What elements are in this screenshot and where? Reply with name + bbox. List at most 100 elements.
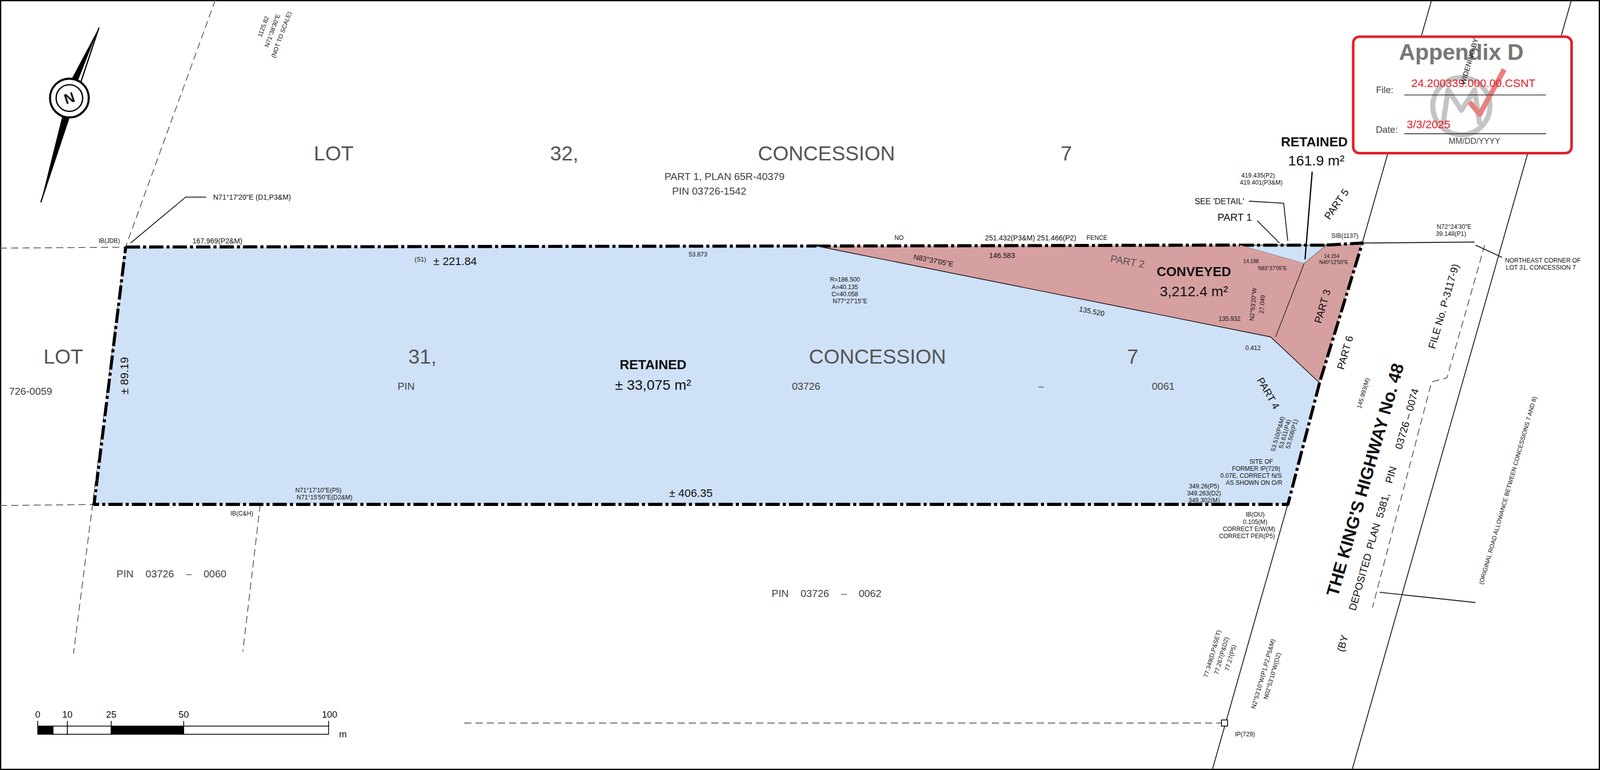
road-note: 5381,	[1374, 491, 1392, 519]
lot-line	[0, 246, 126, 248]
area-heading: RETAINED	[1280, 135, 1348, 149]
pin-label: PIN 03726 – 0062	[771, 588, 882, 599]
lot-label: LOT	[313, 142, 354, 164]
bearing-label: N83°37'05"E	[913, 252, 955, 268]
shape-outline	[89, 240, 1366, 509]
dimension-label: ± 406.35	[669, 487, 713, 499]
pin-label: PIN 03726-1542	[672, 185, 747, 197]
lot-label: CONCESSION	[808, 345, 947, 367]
plan-reference: PART 1, PLAN 65R-40379	[664, 171, 785, 182]
leader-line	[1257, 220, 1280, 244]
part-label: PART 4	[1255, 375, 1282, 411]
lot-line	[464, 722, 1225, 724]
road-note: (BY	[1335, 633, 1351, 653]
north-ring	[49, 78, 89, 118]
scale-segment	[37, 725, 53, 734]
lot-label: 32,	[549, 142, 579, 164]
scale-label: 50	[178, 709, 189, 719]
field-label: File:	[1375, 85, 1393, 95]
lot-label: CONCESSION	[758, 142, 896, 164]
monument-label: IB(JDB)	[98, 237, 121, 244]
dimension-label: 167.969(P2&M)	[192, 237, 243, 245]
dimension-label: 349.26(P5)	[1188, 482, 1219, 489]
part-line	[1275, 263, 1304, 337]
bearing-label: N40°12'50"E	[1319, 259, 1348, 265]
survey-note: CORRECT E/W(M)	[1222, 525, 1275, 532]
dimension-label: 27.049	[1258, 294, 1266, 314]
scale-segment	[111, 725, 184, 734]
pin-label: PIN	[397, 380, 415, 391]
dimension-label: ± 89.19	[118, 356, 130, 395]
scale-label: 0	[35, 709, 41, 719]
area-heading: RETAINED	[619, 357, 687, 371]
curve-data: N77°27'15"E	[832, 298, 868, 305]
leader-line	[130, 197, 207, 243]
dimension-label: 135.932	[1218, 315, 1241, 322]
parcel-boundary	[93, 246, 1320, 505]
lot-line	[242, 504, 261, 651]
lot-line	[1362, 241, 1475, 243]
area-value: 3,212.4 m²	[1159, 283, 1229, 298]
file-number: 24.200339.000.00.CSNT	[1411, 77, 1536, 89]
dimension-label: 0.412	[1245, 344, 1261, 351]
part-label: PART 5	[1322, 186, 1351, 222]
dimension-label: 53.873	[688, 251, 708, 258]
curve-data: R=186.500	[829, 276, 861, 283]
field-underline	[1403, 94, 1546, 96]
bearing-label: N72°24'30"E	[1436, 223, 1472, 230]
pin-label: –	[1038, 380, 1044, 391]
road-note: FILE No. P-3117-9)	[1427, 262, 1462, 350]
field-underline	[1403, 133, 1546, 135]
leader-line	[1379, 592, 1476, 603]
leader-line	[1304, 171, 1312, 260]
field-label: Date:	[1375, 125, 1398, 135]
scale-label: 25	[106, 709, 117, 719]
dimension-label: ± 221.84	[433, 255, 478, 267]
road-note: PIN	[1383, 464, 1398, 485]
survey-note: SITE OF	[1249, 458, 1273, 465]
dimension-label: 39.148(P1)	[1436, 230, 1467, 237]
dimension-label: 135.520	[1078, 305, 1106, 318]
date-value: 3/3/2025	[1406, 119, 1451, 131]
part-label: PART 6	[1335, 334, 1355, 371]
road-note: (ORIGINAL ROAD ALLOWANCE BETWEEN CONCESS…	[1478, 395, 1539, 585]
survey-note: FENCE	[1086, 234, 1108, 241]
pin-label: PIN 03726 – 0060	[116, 568, 227, 579]
iron-pipe-marker	[1221, 719, 1228, 726]
dimension-label: 14.188	[1243, 258, 1259, 264]
monument-label: SIB(1137)	[1331, 232, 1359, 239]
north-ring	[56, 84, 83, 112]
lot-line	[0, 504, 94, 506]
pin-label: 726-0059	[9, 386, 53, 397]
parcel-boundary	[816, 244, 1240, 246]
dimension-label: 251.432(P3&M) 251.466(P2)	[985, 234, 1077, 242]
scale-label: m	[338, 729, 347, 739]
part-label: PART 1	[1217, 212, 1253, 223]
detail-note: SEE 'DETAIL'	[1194, 197, 1245, 206]
survey-note: CORRECT PER(P5)	[1218, 532, 1275, 539]
lot-label: 7	[1126, 345, 1139, 367]
dimension-label: 419.401(P3&M)	[1239, 179, 1283, 186]
tie-line	[125, 0, 216, 247]
area-value: ± 33,075 m²	[614, 377, 691, 392]
dimension-label: 419.435(P2)	[1241, 172, 1275, 179]
survey-note: NORTHEAST CORNER OF	[1504, 257, 1581, 264]
survey-note: 0.07E, CORRECT N/S	[1220, 472, 1282, 479]
parcel-boundary	[1239, 243, 1327, 247]
part-label: PART 2	[1109, 253, 1146, 270]
bearing-label: N83°37'05"E	[1258, 265, 1287, 271]
retained-parcel: RETAINED ± 33,075 m²	[89, 240, 1366, 509]
north-needle	[40, 27, 100, 203]
pin-label: 0061	[1152, 380, 1175, 391]
scale-label: 10	[62, 709, 73, 719]
scale-segment	[67, 725, 112, 734]
monument-label: IB(C&H)	[230, 510, 253, 517]
scale-segment	[183, 725, 329, 734]
area-value: 161.9 m²	[1288, 153, 1345, 168]
survey-note: 0.105(M)	[1243, 518, 1268, 525]
parcel-fill	[93, 245, 1320, 505]
leader-line	[1475, 244, 1502, 257]
survey-note: AS SHOWN ON O/R	[1225, 479, 1283, 486]
dimension-label: 14.154	[1324, 253, 1340, 259]
